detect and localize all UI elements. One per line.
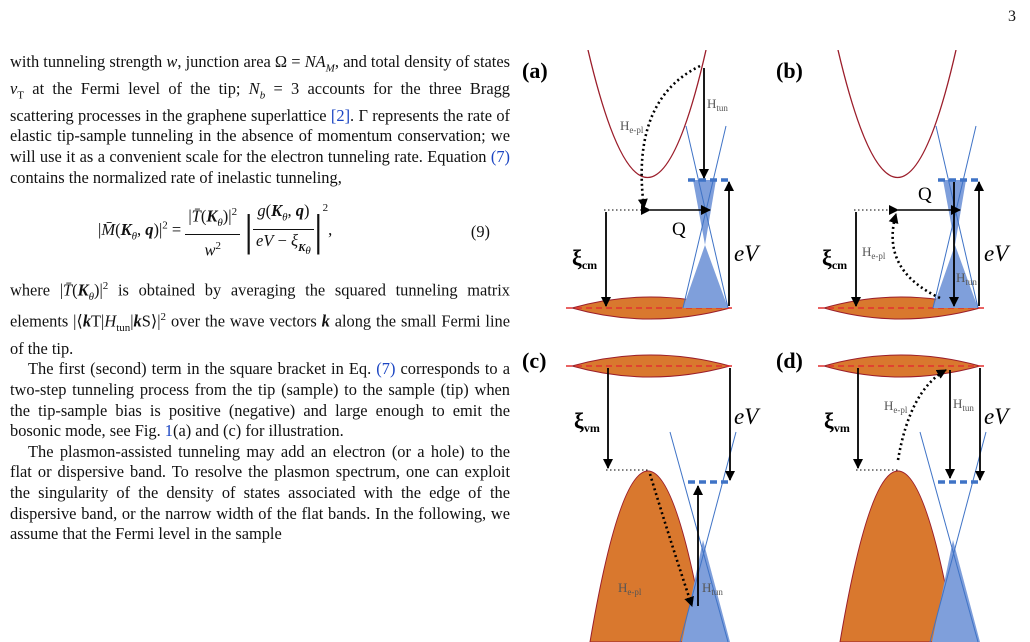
h-epl-label: He-pl xyxy=(618,580,642,597)
dirac-cone-fill xyxy=(932,540,980,642)
text-column: with tunneling strength w, junction area… xyxy=(10,52,510,545)
dirac-cone-fill xyxy=(693,180,716,245)
e-pl-arrow xyxy=(648,473,694,607)
panel-label-b: (b) xyxy=(776,58,803,83)
band-parabola xyxy=(837,50,957,179)
ev-label: eV xyxy=(984,241,1011,266)
q-label: Q xyxy=(918,184,932,205)
dirac-line xyxy=(679,431,737,642)
paragraph-1: with tunneling strength w, junction area… xyxy=(10,52,510,187)
panel-label-a: (a) xyxy=(522,58,548,83)
dirac-line xyxy=(682,125,727,309)
panel-label-c: (c) xyxy=(522,348,546,373)
band-parabola xyxy=(587,50,707,179)
citation-link[interactable]: [2] xyxy=(330,105,351,125)
h-tun-label: Htun xyxy=(702,580,723,597)
equation-number: (9) xyxy=(470,222,490,242)
dirac-line xyxy=(929,431,987,642)
paragraph-4: The plasmon-assisted tunneling may add a… xyxy=(10,441,510,544)
h-tun-label: Htun xyxy=(953,396,974,413)
dirac-line xyxy=(669,431,729,642)
xi-label: ξvm xyxy=(574,408,600,435)
panel-label-d: (d) xyxy=(776,348,803,373)
ev-label: eV xyxy=(984,404,1011,429)
paragraph-2: where |T̄(Kθ)|2 is obtained by averaging… xyxy=(10,280,511,358)
figure-svg: (a) He-pl Htun Q ξcm eV (b) He-pl Htun Q… xyxy=(522,50,1011,642)
page-number: 3 xyxy=(1008,8,1016,25)
ev-label: eV xyxy=(734,241,761,266)
e-pl-arrow xyxy=(896,368,947,461)
xi-label: ξvm xyxy=(824,408,850,435)
xi-label: ξcm xyxy=(572,245,597,272)
dirac-cone-fill xyxy=(933,245,978,308)
figure-1: (a) He-pl Htun Q ξcm eV (b) He-pl Htun Q… xyxy=(520,50,1030,642)
dirac-line xyxy=(919,431,979,642)
valence-dome xyxy=(839,470,957,642)
e-pl-arrow xyxy=(637,64,701,209)
figure-link[interactable]: 1 xyxy=(164,421,173,441)
dirac-line xyxy=(935,125,979,309)
h-epl-label: He-pl xyxy=(862,244,886,261)
equation-link[interactable]: (7) xyxy=(376,359,396,379)
h-epl-label: He-pl xyxy=(620,118,644,135)
e-pl-arrow xyxy=(888,213,941,300)
q-label: Q xyxy=(672,219,686,240)
valence-dome xyxy=(589,470,707,642)
xi-label: ξcm xyxy=(822,245,847,272)
paragraph-3: The first (second) term in the square br… xyxy=(10,359,510,441)
h-tun-label: Htun xyxy=(956,270,977,287)
equation-link[interactable]: (7) xyxy=(490,146,510,166)
dirac-line xyxy=(685,125,729,309)
dirac-cone-fill xyxy=(683,245,728,308)
dirac-cone-fill xyxy=(682,540,730,642)
h-epl-label: He-pl xyxy=(884,398,908,415)
h-tun-label: Htun xyxy=(707,96,728,113)
ev-label: eV xyxy=(734,404,761,429)
